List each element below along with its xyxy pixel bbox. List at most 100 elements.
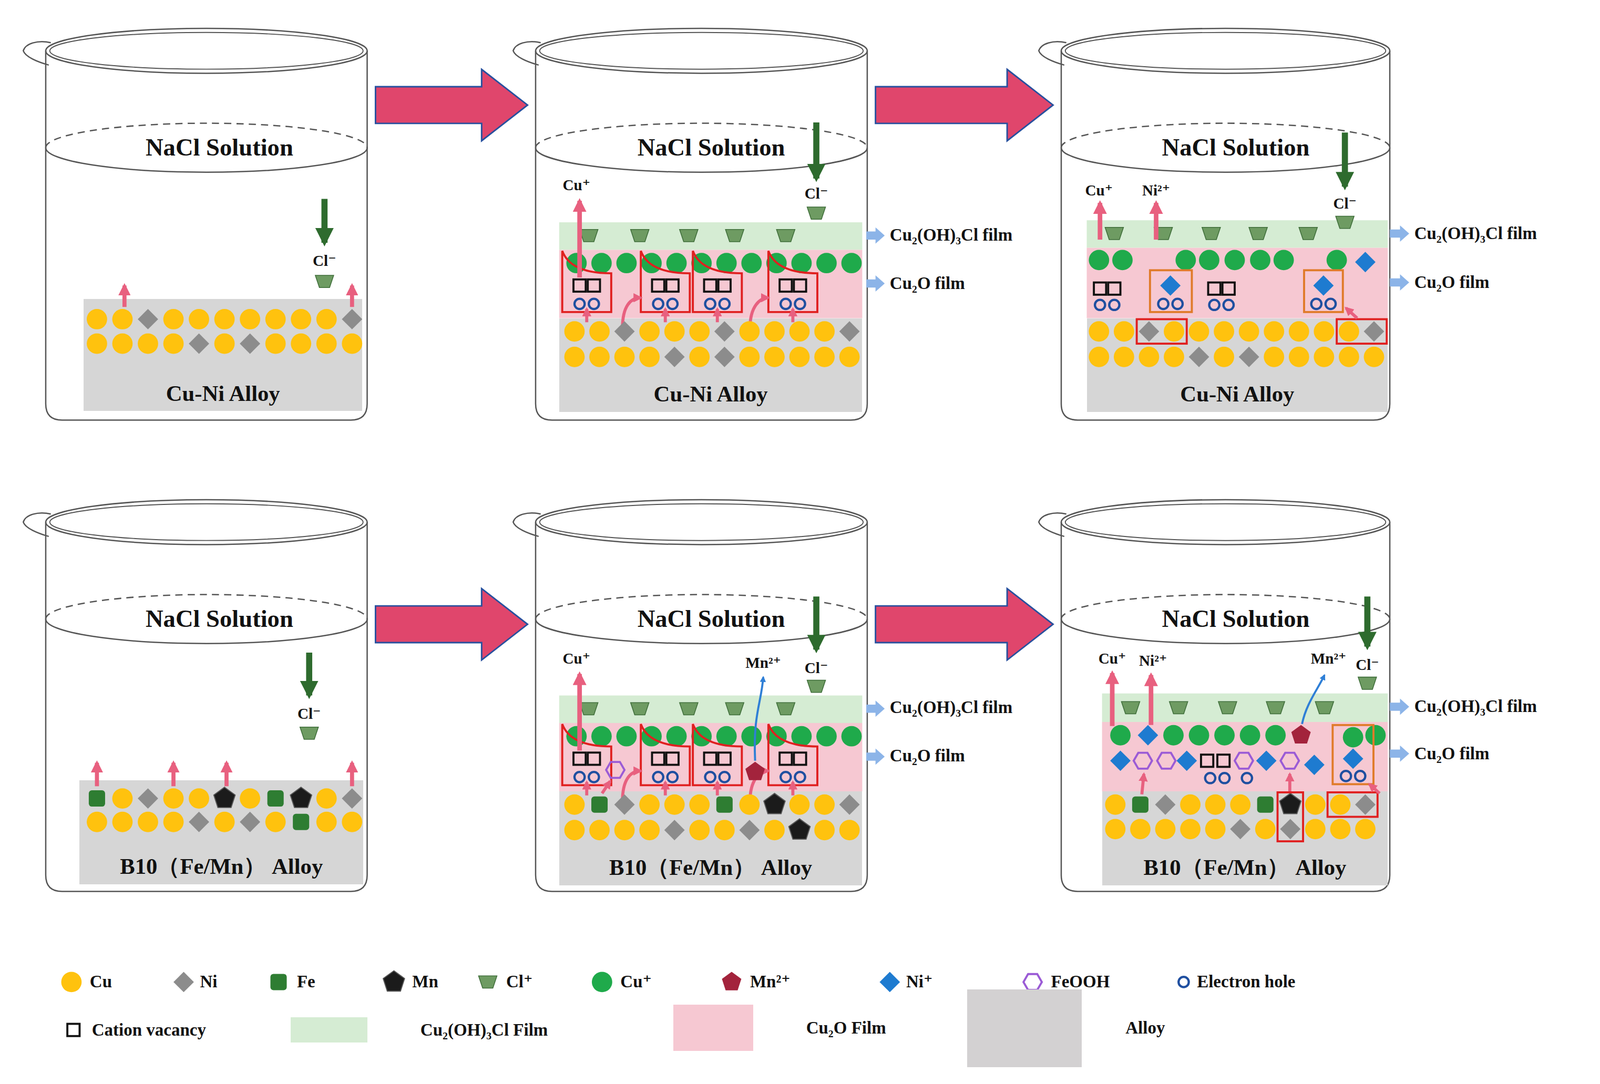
- cu-ion: [591, 726, 612, 747]
- ni-atom: [341, 788, 363, 809]
- cu-atom: [564, 321, 586, 342]
- electron-hole: [1340, 771, 1351, 782]
- process-arrow: [375, 588, 528, 661]
- cation-vacancy: [666, 279, 679, 292]
- text-holder: Cu-Ni Alloy: [1180, 381, 1295, 407]
- cu-ion: [591, 252, 612, 274]
- cu-atom: [839, 819, 860, 841]
- ion-flow-arrow: [171, 763, 176, 787]
- cation-vacancy: [704, 279, 717, 292]
- cation-vacancy: [587, 279, 600, 292]
- cu-atom: [214, 812, 235, 833]
- cu-ion: [1342, 727, 1364, 748]
- beaker-wall: [535, 50, 868, 421]
- chloride-arrow: [813, 596, 820, 650]
- cu-atom: [589, 346, 610, 368]
- ni-atom: [173, 972, 194, 993]
- cation-vacancy: [573, 279, 586, 292]
- ion-flow-arrow: [1153, 202, 1159, 240]
- cu-atom: [188, 788, 210, 809]
- film-label: Cu₂(OH)₃Cl film: [889, 225, 1013, 246]
- cation-vacancy: [652, 279, 665, 292]
- ion-flow-arrow: [577, 200, 582, 278]
- solution-label: NaCl Solution: [1162, 605, 1310, 634]
- cu-atom: [163, 309, 184, 330]
- ion-flow-arrow: [350, 763, 355, 787]
- cu-ion: [1163, 725, 1184, 746]
- cu-atom: [739, 794, 760, 816]
- cu-atom: [316, 309, 337, 330]
- film-pointer: [866, 748, 885, 765]
- beaker-rim: [1061, 28, 1390, 74]
- alloy-band: B10（Fe/Mn） Alloy: [559, 791, 863, 886]
- cu-atom: [188, 309, 210, 330]
- cl-ion: [579, 229, 599, 242]
- cu-ion: [1239, 725, 1261, 746]
- cu-ion: [566, 726, 587, 747]
- alloy-label: Cu-Ni Alloy: [166, 380, 281, 407]
- cu-ion: [1224, 249, 1246, 271]
- feooh: [1280, 753, 1299, 769]
- cu-atom: [1139, 346, 1160, 368]
- ion-flow-arrow: [622, 298, 641, 329]
- cu-atom: [239, 309, 261, 330]
- cu-ion: [1188, 725, 1210, 746]
- cl-ion: [1315, 701, 1334, 714]
- cu2ohcl-film: [559, 222, 863, 250]
- cu-atom: [1088, 321, 1110, 342]
- ni-atom: [664, 819, 685, 841]
- cu-atom: [564, 819, 586, 841]
- beaker-spout: [1038, 42, 1066, 66]
- film-pointer: [1389, 745, 1410, 763]
- cu-atom: [1113, 346, 1135, 368]
- feooh: [1156, 753, 1176, 769]
- cu-atom: [664, 794, 685, 816]
- electron-hole: [704, 772, 715, 783]
- defect-cluster: [640, 250, 690, 312]
- mn-ion: [721, 972, 742, 991]
- cu-atom: [639, 819, 660, 841]
- legend-text: Cu: [89, 972, 112, 993]
- cu-atom: [589, 321, 610, 342]
- cu-ion: [641, 252, 662, 274]
- nickel-site-box: [1304, 270, 1343, 313]
- cu-atom: [689, 321, 710, 342]
- fe-atom: [267, 790, 284, 807]
- electron-hole: [667, 772, 678, 783]
- cu-atom: [639, 321, 660, 342]
- ni-atom: [239, 333, 261, 355]
- ni-atom: [1188, 346, 1210, 368]
- cl-ion: [1218, 701, 1237, 714]
- cu2o-film: [1102, 722, 1389, 792]
- cation-vacancy: [67, 1023, 80, 1037]
- ni-ion: [1160, 275, 1181, 296]
- cl-ion: [579, 702, 599, 715]
- text-holder: Cu-Ni Alloy: [166, 380, 281, 407]
- ni-atom: [1279, 818, 1301, 840]
- mn-atom: [1279, 793, 1302, 815]
- cu-atom: [1238, 321, 1260, 342]
- defect-cluster: [768, 250, 818, 312]
- cu-ion: [741, 726, 762, 747]
- alloy-label: Cu-Ni Alloy: [653, 381, 768, 407]
- cl-ion: [300, 727, 319, 740]
- electron-hole: [1311, 299, 1322, 310]
- alloy-label: B10（Fe/Mn） Alloy: [119, 853, 323, 880]
- fe-atom: [88, 790, 106, 807]
- cu-atom: [1255, 818, 1276, 840]
- cu-atom: [1113, 321, 1135, 342]
- cl-ion: [1121, 701, 1141, 714]
- cu-atom: [564, 794, 586, 816]
- text-holder: B10（Fe/Mn） Alloy: [1143, 854, 1347, 881]
- cu-atom: [316, 788, 337, 809]
- ion-flow-arrow: [1369, 784, 1380, 794]
- legend-holder: Mn: [412, 972, 439, 993]
- defect-cluster: [768, 724, 818, 786]
- beaker-rim: [45, 28, 368, 74]
- cu2o-film: [559, 249, 863, 319]
- defect-cluster: [640, 724, 690, 786]
- legend-holder: FeOOH: [1051, 972, 1111, 993]
- cu-atom: [163, 788, 184, 809]
